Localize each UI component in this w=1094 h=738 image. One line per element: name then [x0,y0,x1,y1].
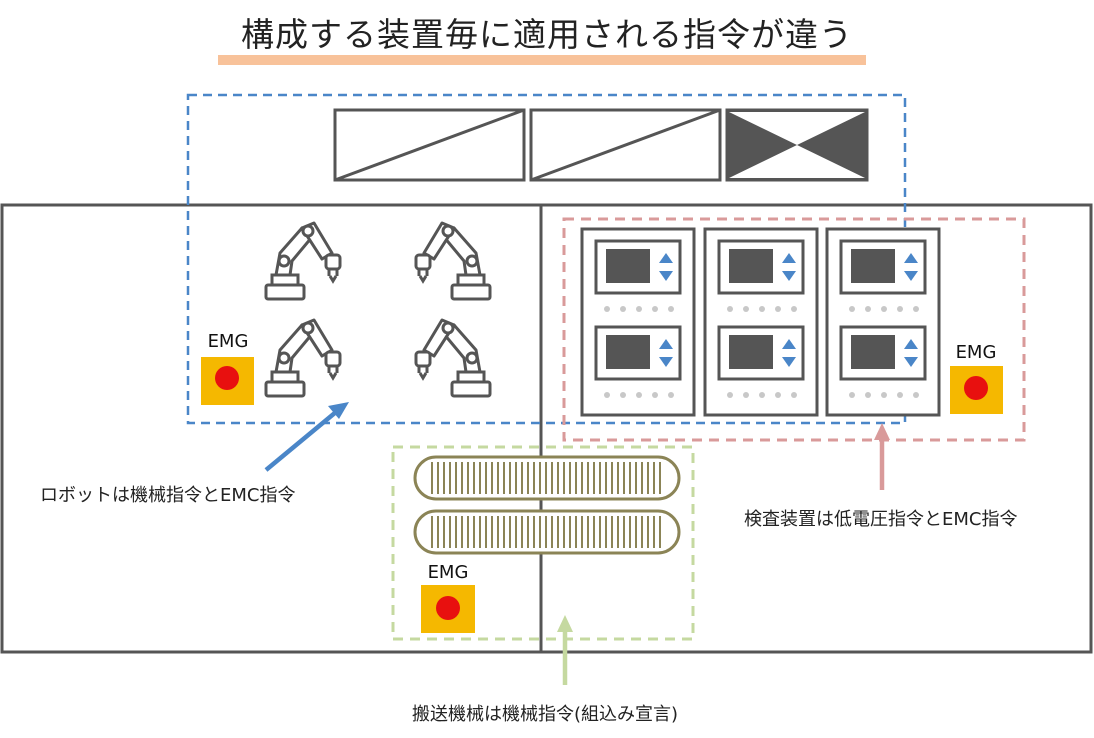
robot-arm-icon [264,221,342,301]
emg-label: EMG [207,331,249,352]
conveyor-label: 搬送機械は機械指令(組込み宣言) [412,704,679,725]
storage-rack-1 [333,108,526,182]
storage-rack-2 [529,108,722,182]
emergency-stop-icon[interactable] [421,585,475,633]
emergency-stop-icon[interactable] [201,357,254,405]
page-title: 構成する装置毎に適用される指令が違う [241,15,853,54]
inspection-group-boundary [562,217,1026,442]
arrow-up-icon [557,615,573,685]
robot-arm-icon [414,221,492,301]
robot-arm-icon [264,318,342,398]
conveyor-group-boundary [391,445,695,641]
control-panel-icon [705,229,817,415]
emergency-stop-icon[interactable] [950,366,1003,414]
emg-label: EMG [955,342,997,363]
facility-frame [0,203,1093,654]
robot-group-boundary [186,93,907,425]
robot-label: ロボットは機械指令とEMC指令 [40,485,296,506]
conveyor-belt-icon [413,455,681,555]
control-panel-icon [582,229,694,415]
storage-rack-3 [725,108,869,182]
arrow-up-icon [264,402,349,472]
control-panel-icon [827,229,939,415]
emg-label: EMG [427,562,469,583]
arrow-up-icon [874,423,890,490]
robot-arm-icon [414,318,492,398]
title-underline [218,55,866,65]
inspection-label: 検査装置は低電圧指令とEMC指令 [744,509,1018,530]
